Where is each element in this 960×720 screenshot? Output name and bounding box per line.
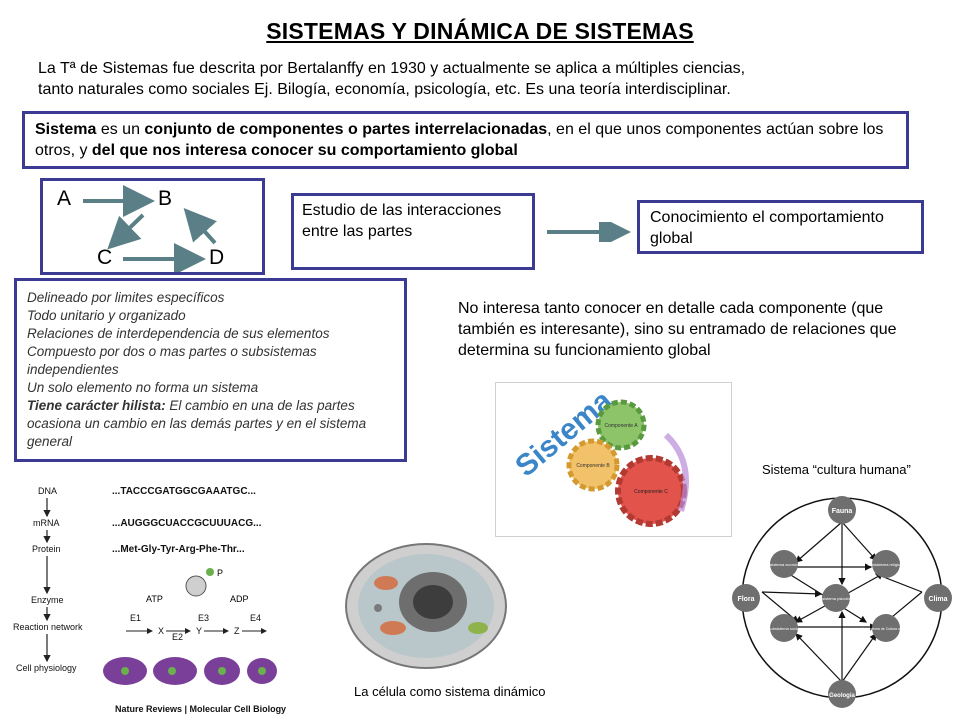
phosphate-label: P	[217, 568, 223, 578]
page-title: SISTEMAS Y DINÁMICA DE SISTEMAS	[266, 18, 694, 44]
mrna-sequence: ...AUGGGCUACCGCUUUACG...	[112, 518, 262, 529]
note-paragraph: No interesa tanto conocer en detalle cad…	[458, 300, 897, 359]
level-cell-physiology: Cell physiology	[16, 663, 77, 673]
e4-label: E4	[250, 613, 261, 623]
atp-label: ATP	[146, 594, 163, 604]
node-c: C	[97, 246, 113, 269]
z-label: Z	[234, 626, 240, 636]
definition-text-2: , en el que unos componentes actúan sobr…	[35, 121, 884, 159]
definition-bold-2: del que nos interesa conocer su comporta…	[91, 142, 518, 159]
molecular-figure: DNA mRNA Protein Enzyme Reaction network…	[0, 486, 330, 720]
node-b: B	[158, 187, 173, 210]
flow-arrow	[547, 222, 631, 242]
gear-a-label: Componente A	[604, 423, 638, 429]
level-reaction-network: Reaction network	[13, 622, 83, 632]
study-box: Estudio de las interacciones entre las p…	[291, 193, 535, 270]
definition-bold-1: conjunto de componentes o partes interre…	[144, 121, 548, 138]
gear-b-label: Componente B	[576, 463, 610, 469]
culture-nodes: Fauna Flora Clima Geologia Subsistema ec…	[732, 496, 952, 708]
node-a: A	[57, 187, 72, 210]
node-clima: Clima	[928, 596, 947, 603]
intro-line-2: tanto naturales como sociales Ej. Bilogí…	[38, 81, 731, 98]
gears-illustration: Sistema Componente A Componente B Compon…	[509, 384, 689, 527]
cell-caption: La célula como sistema dinámico	[354, 684, 546, 699]
intro-paragraph: La Tª de Sistemas fue descrita por Berta…	[38, 58, 918, 100]
x-label: X	[158, 626, 164, 636]
intro-line-1: La Tª de Sistemas fue descrita por Berta…	[38, 60, 746, 77]
adp-label: ADP	[230, 594, 249, 604]
property-6-text: El cambio en una de las partes ocasiona …	[27, 398, 367, 449]
knowledge-box: Conocimiento el comportamiento global	[637, 200, 924, 254]
property-2: Todo unitario y organizado	[27, 308, 186, 323]
dna-sequence: ...TACCCGATGGCGAAATGC...	[112, 486, 256, 497]
arrow-b-c	[107, 213, 145, 250]
node-flora: Flora	[737, 596, 754, 603]
culture-diagram: Fauna Flora Clima Geologia Subsistema ec…	[732, 496, 952, 708]
property-6-bold: Tiene carácter hilista:	[27, 398, 166, 413]
y-label: Y	[196, 626, 202, 636]
node-geologia: Geologia	[829, 693, 855, 699]
properties-box: Delineado por limites específicos Todo u…	[14, 278, 407, 462]
property-6: Tiene carácter hilista: El cambio en una…	[27, 397, 394, 451]
sistema-gears-image: Sistema Componente A Componente B Compon…	[495, 382, 732, 537]
definition-term: Sistema	[35, 121, 97, 138]
level-enzyme: Enzyme	[31, 595, 64, 605]
e1-label: E1	[130, 613, 141, 623]
nature-credit: Nature Reviews | Molecular Cell Biology	[115, 704, 286, 714]
e2-label: E2	[172, 632, 183, 642]
node-relig: Subsistema religioso	[868, 562, 906, 567]
level-mrna: mRNA	[33, 518, 60, 528]
abcd-arrows	[83, 185, 217, 272]
node-econ: Subsistema económico	[763, 562, 805, 567]
abcd-diagram: A B C D	[40, 178, 265, 275]
arrow-d-b	[183, 208, 217, 245]
gear-c-label: Componente C	[634, 489, 668, 495]
level-dna: DNA	[38, 486, 57, 496]
definition-text-1: es un	[96, 121, 145, 138]
node-psico: Subsistema psicológico	[815, 596, 858, 601]
level-protein: Protein	[32, 544, 61, 554]
node-social: Subsistema social	[768, 626, 800, 631]
property-4: Compuesto por dos o mas partes o subsist…	[27, 344, 317, 377]
property-3: Relaciones de interdependencia de sus el…	[27, 326, 330, 341]
property-1: Delineado por limites específicos	[27, 290, 225, 305]
property-5: Un solo elemento no forma un sistema	[27, 380, 259, 395]
definition-box: Sistema es un conjunto de componentes o …	[22, 111, 909, 169]
protein-sequence: ...Met-Gly-Tyr-Arg-Phe-Thr...	[112, 544, 245, 555]
node-d: D	[209, 246, 225, 269]
e3-label: E3	[198, 613, 209, 623]
culture-caption: Sistema “cultura humana”	[762, 462, 911, 477]
cell-illustration	[345, 543, 507, 669]
node-fauna: Fauna	[832, 508, 853, 515]
node-material: Subsistema de Cultura material	[862, 627, 911, 631]
